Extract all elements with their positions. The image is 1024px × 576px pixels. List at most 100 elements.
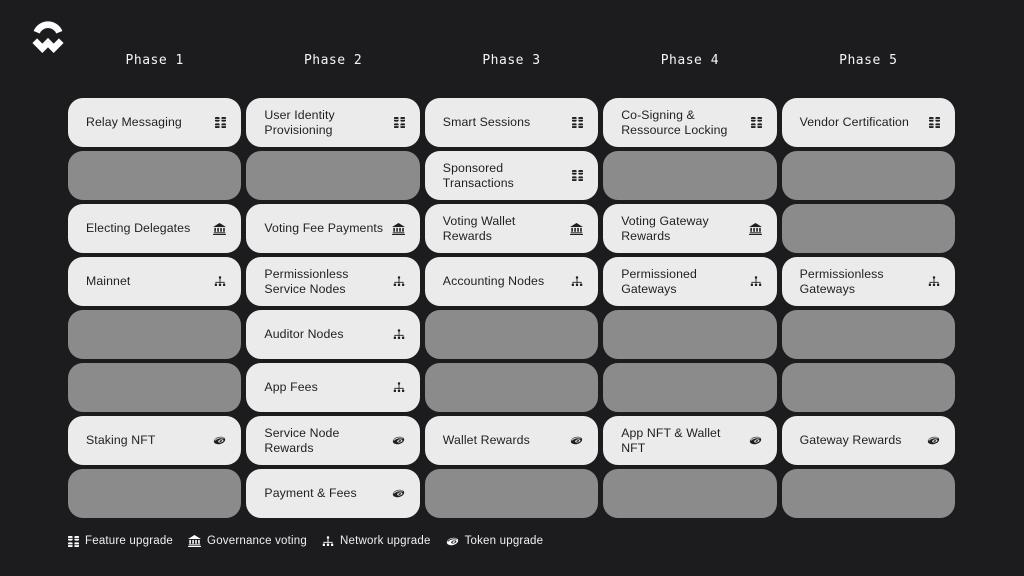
roadmap-card: Voting Wallet Rewards [424, 204, 599, 253]
card-label: User Identity Provisioning [264, 107, 335, 137]
card-label: Sponsored Transactions [442, 160, 514, 190]
roadmap-card-placeholder [603, 469, 777, 518]
card-label: Service Node Rewards [264, 425, 340, 455]
card-label: App Fees [264, 380, 318, 394]
legend-item: Governance voting [188, 535, 307, 547]
roadmap-card: Sponsored Transactions [424, 151, 599, 200]
phase-header-2: Phase 2 [303, 53, 363, 68]
roadmap-card-placeholder [781, 363, 955, 412]
roadmap-card-placeholder [781, 204, 955, 253]
card-label: Accounting Nodes [442, 274, 545, 288]
network-upgrade-icon [322, 535, 334, 547]
roadmap-card-placeholder [68, 469, 242, 518]
token-upgrade-icon [392, 488, 405, 499]
governance-voting-icon [570, 222, 584, 235]
network-upgrade-icon [393, 329, 405, 340]
roadmap-card-placeholder [603, 151, 777, 200]
roadmap-card-placeholder [68, 151, 242, 200]
roadmap-card-placeholder [603, 310, 777, 359]
network-upgrade-icon [571, 276, 583, 287]
walletconnect-logo-icon [29, 19, 67, 53]
roadmap-card-placeholder [781, 151, 955, 200]
roadmap-card: Mainnet [68, 257, 242, 306]
card-label: Permissionless Gateways [799, 266, 884, 296]
phase-header-row: Phase 1 Phase 2 Phase 3 Phase 4 Phase 5 [68, 52, 955, 69]
card-label: Auditor Nodes [264, 327, 344, 341]
roadmap-card: User Identity Provisioning [246, 98, 420, 147]
roadmap-card-placeholder [424, 363, 599, 412]
phase-header-3: Phase 3 [482, 53, 541, 68]
token-upgrade-icon [570, 435, 583, 446]
roadmap-card: Wallet Rewards [424, 416, 599, 465]
roadmap-card: Voting Gateway Rewards [603, 204, 777, 253]
roadmap-card: Vendor Certification [781, 98, 955, 147]
card-label: Relay Messaging [86, 115, 182, 129]
roadmap-card-placeholder [781, 310, 955, 359]
roadmap-card: Electing Delegates [68, 204, 242, 253]
card-label: Smart Sessions [442, 115, 531, 129]
card-label: Electing Delegates [86, 221, 191, 235]
feature-upgrade-icon [68, 535, 79, 547]
token-upgrade-icon [213, 435, 226, 446]
legend-label: Network upgrade [339, 535, 431, 547]
phase-header-1: Phase 1 [125, 53, 184, 68]
card-label: Co-Signing & Ressource Locking [621, 107, 728, 137]
card-label: Mainnet [86, 274, 131, 288]
roadmap-card-placeholder [68, 310, 242, 359]
token-upgrade-icon [749, 435, 762, 446]
network-upgrade-icon [393, 382, 405, 393]
card-label: Permissionless Service Nodes [264, 266, 349, 296]
roadmap-card-placeholder [424, 469, 599, 518]
roadmap-card: App NFT & Wallet NFT [603, 416, 777, 465]
roadmap-card: Smart Sessions [424, 98, 599, 147]
feature-upgrade-icon [572, 117, 584, 128]
card-label: Staking NFT [86, 433, 156, 447]
roadmap-card: Payment & Fees [246, 469, 420, 518]
roadmap-card: Staking NFT [68, 416, 242, 465]
card-label: Voting Wallet Rewards [442, 213, 516, 243]
roadmap-card-placeholder [603, 363, 777, 412]
token-upgrade-icon [927, 435, 940, 446]
feature-upgrade-icon [572, 170, 584, 181]
roadmap-card-placeholder [68, 363, 242, 412]
phase-header-5: Phase 5 [839, 53, 898, 68]
roadmap-card-placeholder [424, 310, 599, 359]
token-upgrade-icon [446, 536, 459, 547]
roadmap-card: Permissionless Gateways [781, 257, 955, 306]
roadmap-card: Voting Fee Payments [246, 204, 420, 253]
roadmap-card-placeholder [246, 151, 420, 200]
roadmap-card: Permissionless Service Nodes [246, 257, 420, 306]
roadmap-card: Service Node Rewards [246, 416, 420, 465]
card-label: Payment & Fees [264, 486, 357, 500]
network-upgrade-icon [750, 276, 762, 287]
roadmap-card: App Fees [246, 363, 420, 412]
legend-item: Network upgrade [322, 535, 431, 547]
roadmap-grid: Relay Messaging User Identity Provisionin… [68, 98, 955, 518]
feature-upgrade-icon [393, 117, 405, 128]
governance-voting-icon [391, 222, 405, 235]
roadmap-card-placeholder [781, 469, 955, 518]
legend-label: Token upgrade [464, 535, 544, 547]
card-label: Permissioned Gateways [621, 266, 697, 296]
roadmap-card: Auditor Nodes [246, 310, 420, 359]
legend-item: Token upgrade [446, 535, 544, 547]
card-label: Gateway Rewards [799, 433, 902, 447]
legend-label: Feature upgrade [85, 535, 174, 547]
feature-upgrade-icon [215, 117, 227, 128]
card-label: Vendor Certification [799, 115, 909, 129]
roadmap-card: Relay Messaging [68, 98, 242, 147]
network-upgrade-icon [214, 276, 226, 287]
legend: Feature upgrade Governance voting Network … [68, 535, 543, 547]
phase-header-4: Phase 4 [660, 53, 720, 68]
token-upgrade-icon [392, 435, 405, 446]
governance-voting-icon [213, 222, 227, 235]
governance-voting-icon [748, 222, 762, 235]
governance-voting-icon [188, 535, 202, 547]
roadmap-card: Permissioned Gateways [603, 257, 777, 306]
network-upgrade-icon [928, 276, 940, 287]
card-label: App NFT & Wallet NFT [621, 425, 721, 455]
legend-item: Feature upgrade [68, 535, 173, 547]
card-label: Voting Gateway Rewards [621, 213, 709, 243]
roadmap-card: Accounting Nodes [424, 257, 599, 306]
